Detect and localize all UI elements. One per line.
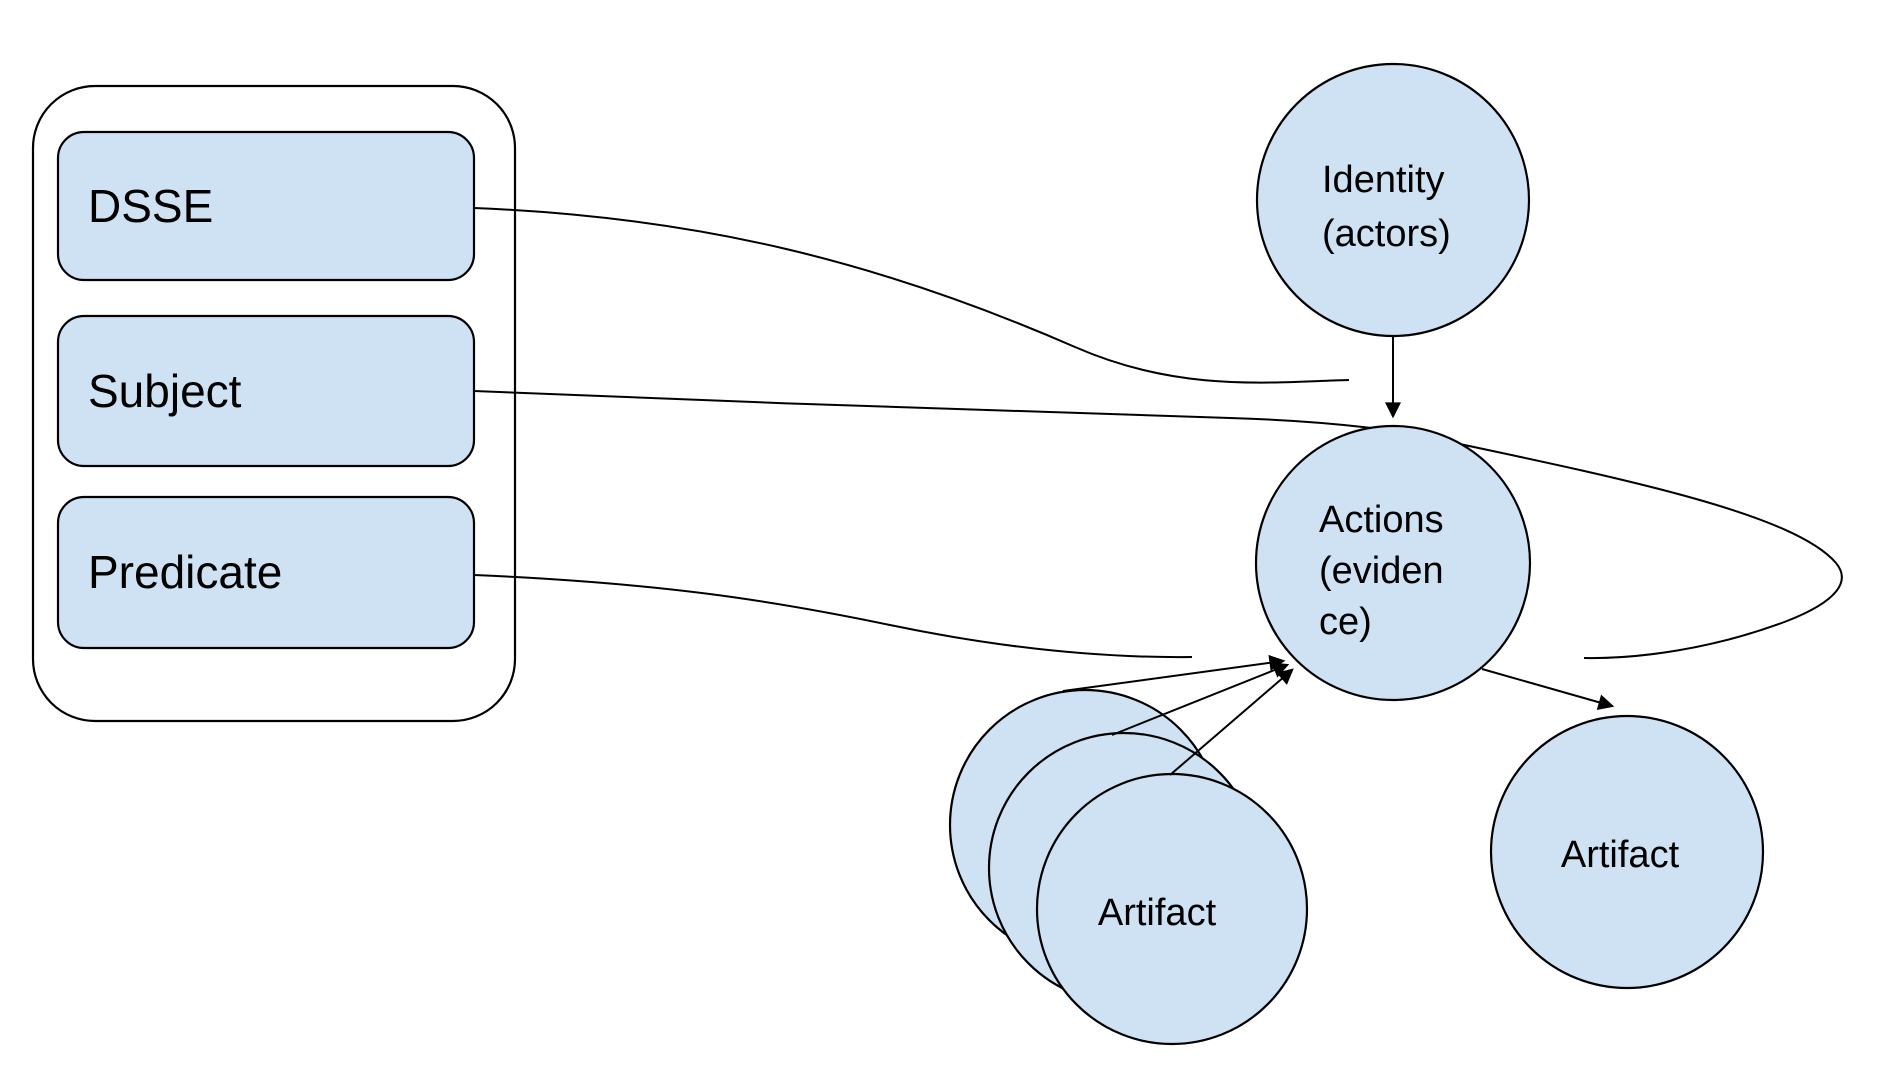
identity-label-line2: (actors) [1322, 213, 1451, 255]
arrow-actions-to-artifact [1481, 668, 1615, 710]
labels: DSSE Subject Predicate Identity (actors)… [88, 159, 1680, 934]
arrow-artifact-front-to-actions [1169, 668, 1294, 776]
arrows [1062, 336, 1615, 776]
actions-node [1254, 424, 1532, 702]
arrow-artifact-back-to-actions [1062, 654, 1286, 692]
dsse-label: DSSE [88, 180, 213, 232]
artifact-stack-label: Artifact [1098, 892, 1217, 934]
connectors [473, 207, 1843, 660]
predicate-box [56, 495, 476, 650]
identity-label-line1: Identity [1322, 159, 1445, 201]
artifact-right-label: Artifact [1561, 834, 1680, 876]
nodes [948, 62, 1765, 1046]
dsse-box [56, 130, 476, 282]
subject-label: Subject [88, 365, 242, 417]
actions-label-line3: ce) [1319, 601, 1372, 643]
connector-subject-loop [473, 390, 1843, 660]
dsse-envelope [31, 84, 517, 723]
arrow-artifact-middle-to-actions [1111, 662, 1290, 736]
actions-label-line2: (eviden [1319, 550, 1444, 592]
predicate-label: Predicate [88, 546, 282, 598]
connector-predicate-to-actions [473, 574, 1193, 659]
connector-dsse-to-identity [473, 207, 1350, 384]
actions-label-line1: Actions [1319, 499, 1444, 541]
artifact-right-node [1489, 714, 1765, 990]
